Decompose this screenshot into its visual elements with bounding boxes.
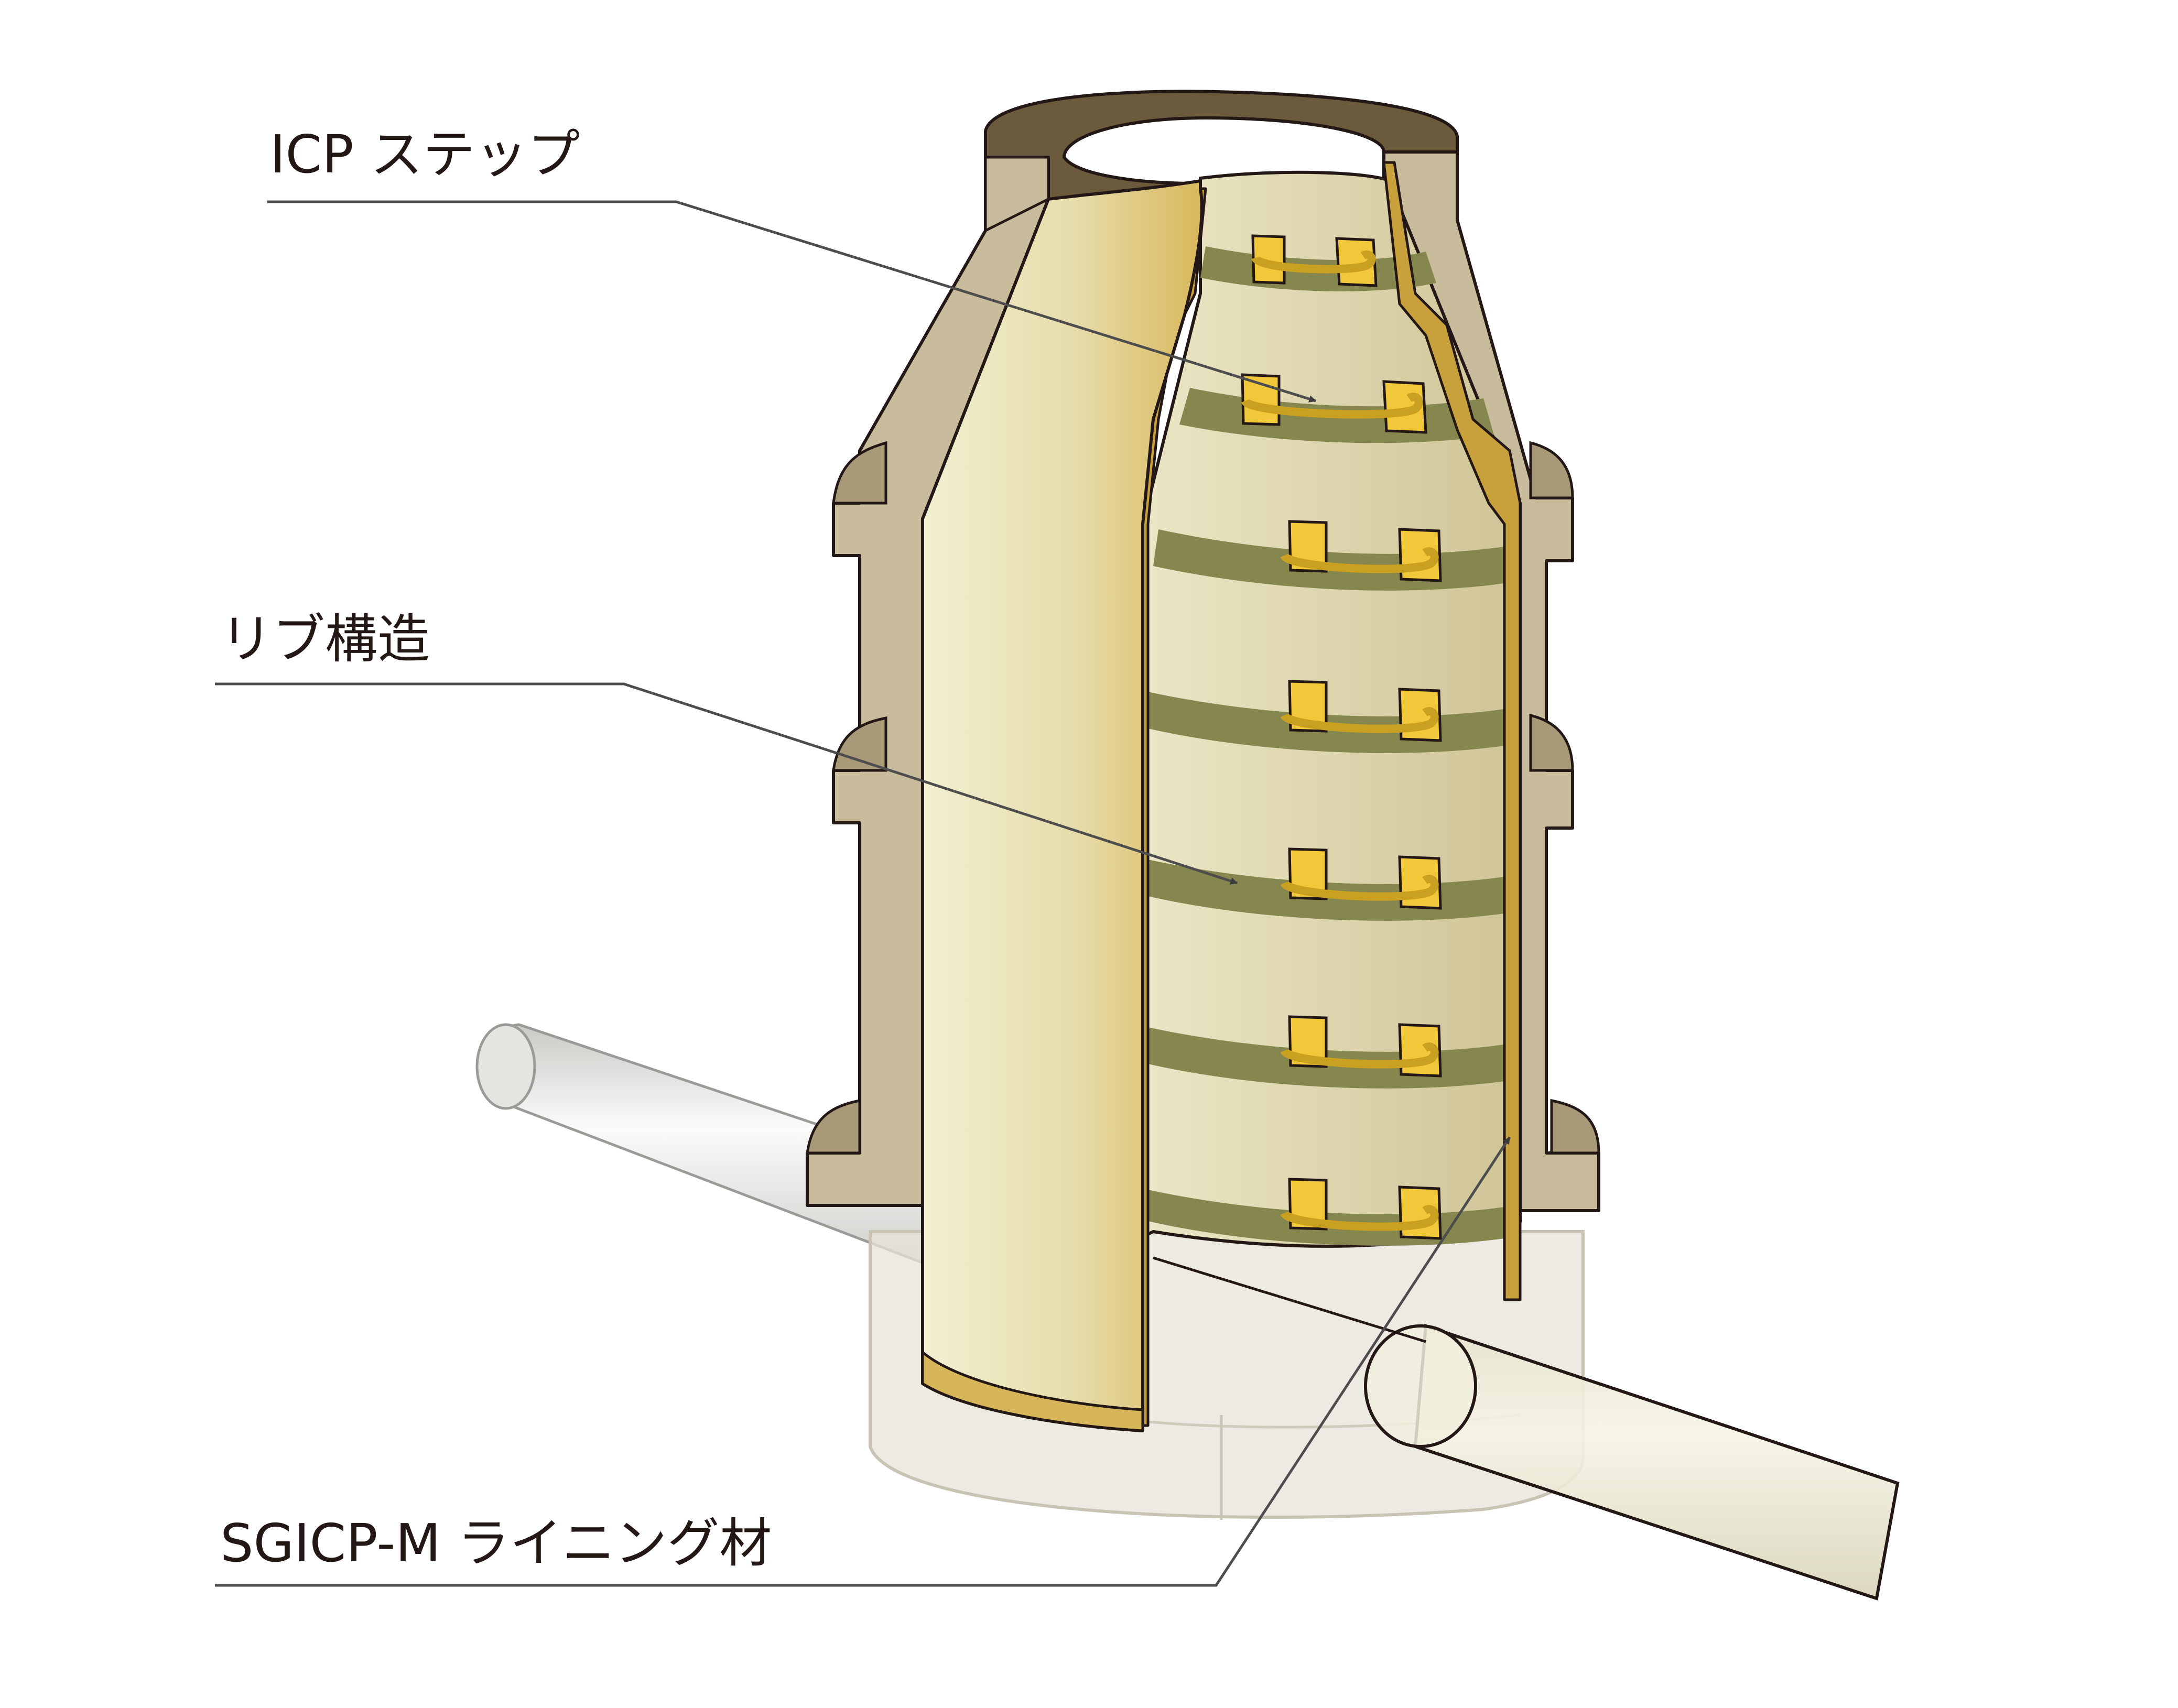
icp-step-7-bar [1280, 1205, 1439, 1231]
liner-edge-right [1382, 161, 1522, 1301]
icp-step-3-bar [1280, 547, 1439, 573]
icp-step-5 [1280, 847, 1442, 910]
concrete-flange-left-1 [832, 441, 887, 505]
top-rim-ring [984, 90, 1459, 206]
concrete-flange-left-2 [832, 716, 887, 772]
label-lining: SGICP-M ライニング材 [220, 1513, 772, 1574]
leader-lines [215, 200, 1511, 1587]
icp-step-1-bar [1251, 250, 1376, 274]
label-rib-structure: リブ構造 [220, 608, 430, 670]
icp-step-5-bar [1280, 875, 1439, 901]
concrete-flange-right-3 [1550, 1098, 1600, 1155]
concrete-flange-left-3 [806, 1098, 861, 1155]
icp-step-2-plate-left [1241, 373, 1281, 426]
concrete-shell-right [1382, 150, 1600, 1212]
leader-icp-step [267, 200, 1317, 402]
concrete-flange-right-1 [1529, 441, 1574, 499]
icp-step-7 [1280, 1178, 1442, 1240]
icp-step-4 [1280, 680, 1442, 742]
outlet-pipe-body [1413, 1323, 1900, 1601]
outlet-pipe-mouth [1364, 1324, 1477, 1448]
liner-front-panel [921, 179, 1204, 1432]
leader-rib-structure [215, 682, 1238, 885]
icp-step-2-bar [1241, 393, 1423, 419]
icp-step-4-bar [1280, 707, 1439, 733]
icp-step-2 [1241, 373, 1427, 434]
icp-step-1-plate-left [1251, 234, 1286, 285]
icp-step-6 [1280, 1015, 1442, 1078]
icp-steps [1241, 234, 1442, 1240]
liner-front-panel-bottom-lip [921, 1349, 1144, 1432]
label-icp-step: ICP ステップ [270, 124, 580, 185]
outlet-pipe [1153, 1256, 1900, 1601]
icp-step-6-bar [1280, 1042, 1439, 1069]
icp-step-1 [1251, 234, 1378, 287]
outlet-pipe-flow-line [1153, 1256, 1426, 1343]
concrete-flange-right-2 [1529, 713, 1574, 772]
icp-step-3 [1280, 520, 1442, 582]
leader-lining [215, 1136, 1511, 1587]
inlet-pipe-end [475, 1023, 536, 1110]
